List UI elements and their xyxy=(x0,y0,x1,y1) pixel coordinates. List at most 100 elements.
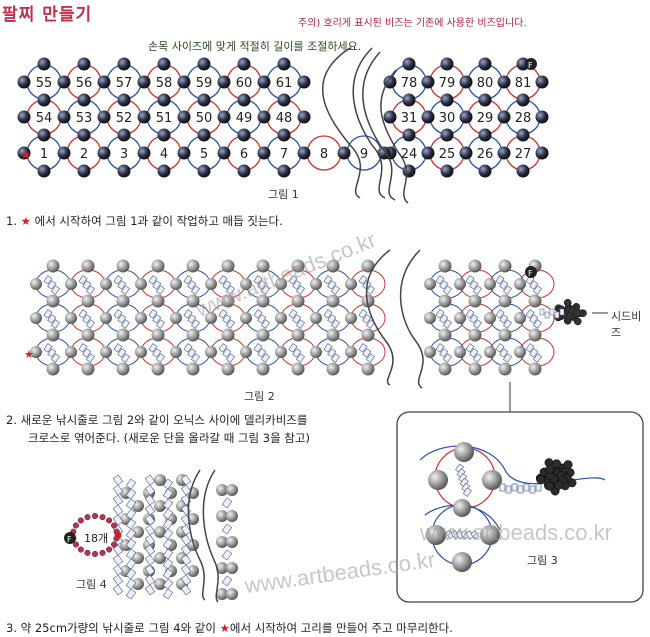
delica-bead xyxy=(292,280,302,290)
break-wave xyxy=(321,47,362,199)
delica-bead xyxy=(465,275,475,285)
onyx-bead xyxy=(226,562,238,574)
bead-number: 80 xyxy=(477,76,494,91)
delica-bead xyxy=(525,309,535,319)
delica-bead xyxy=(323,275,333,285)
delica-bead xyxy=(226,319,235,329)
delica-bead xyxy=(112,584,124,596)
delica-bead xyxy=(292,314,302,324)
delica-bead xyxy=(257,314,267,324)
figure-3-frame xyxy=(396,411,644,603)
onyx-bead xyxy=(217,146,231,160)
onyx-bead xyxy=(46,259,60,273)
delica-bead xyxy=(183,343,193,353)
onyx-bead xyxy=(383,110,397,124)
end-marker-label: F xyxy=(67,535,72,544)
delica-bead xyxy=(144,474,156,486)
bead-number: 50 xyxy=(196,111,213,126)
onyx-bead xyxy=(516,128,530,142)
onyx-bead xyxy=(275,312,287,324)
bead-number: 4 xyxy=(160,147,168,162)
delica-bead xyxy=(218,275,228,285)
onyx-bead xyxy=(326,362,340,376)
onyx-bead xyxy=(478,57,492,71)
onyx-bead xyxy=(216,484,228,496)
onyx-bead xyxy=(426,525,446,545)
seed-bead xyxy=(106,517,113,524)
seed-bead xyxy=(554,480,564,490)
onyx-bead xyxy=(221,294,235,308)
onyx-bead xyxy=(226,484,238,496)
onyx-bead xyxy=(37,57,51,71)
onyx-bead xyxy=(498,259,512,273)
step-2-line-1: 2. 새로운 낚시줄로 그림 2와 같이 오닉스 사이에 델리카비즈를 xyxy=(6,413,308,427)
onyx-bead xyxy=(116,259,130,273)
onyx-bead xyxy=(151,362,165,376)
delica-bead xyxy=(125,508,137,520)
seed-bead xyxy=(84,549,91,556)
delica-bead xyxy=(156,285,165,295)
seed-bead xyxy=(77,517,84,524)
onyx-bead xyxy=(170,346,182,358)
delica-bead xyxy=(187,348,197,358)
onyx-bead xyxy=(402,128,416,142)
onyx-bead xyxy=(468,362,482,376)
onyx-bead xyxy=(197,93,211,107)
onyx-bead xyxy=(57,146,71,160)
delica-bead xyxy=(439,314,449,324)
onyx-bead xyxy=(117,57,131,71)
bead-number: 5 xyxy=(200,147,208,162)
delica-bead xyxy=(495,343,505,353)
seed-bead-label: 시드비즈 xyxy=(611,310,642,339)
bead-number: 27 xyxy=(515,147,532,162)
onyx-bead xyxy=(137,75,151,89)
delica-bead xyxy=(183,309,193,319)
delica-bead xyxy=(443,285,452,295)
figure-1-caption: 그림 1 xyxy=(268,188,299,201)
onyx-bead xyxy=(440,57,454,71)
onyx-bead xyxy=(424,312,436,324)
delica-bead xyxy=(535,483,542,492)
onyx-bead xyxy=(157,128,171,142)
onyx-bead xyxy=(514,278,526,290)
delica-bead xyxy=(469,348,479,358)
delica-bead xyxy=(221,575,233,587)
delica-bead xyxy=(180,584,192,596)
onyx-bead xyxy=(361,294,375,308)
delica-bead xyxy=(156,319,165,329)
delica-bead xyxy=(253,275,263,285)
onyx-bead xyxy=(170,278,182,290)
bead-number: 30 xyxy=(439,111,456,126)
onyx-bead xyxy=(226,536,238,548)
onyx-bead xyxy=(37,128,51,142)
onyx-bead xyxy=(205,278,217,290)
onyx-bead xyxy=(310,278,322,290)
delica-bead xyxy=(358,309,368,319)
onyx-bead xyxy=(154,578,166,590)
delica-bead xyxy=(323,309,333,319)
onyx-bead xyxy=(498,294,512,308)
delica-bead xyxy=(296,319,305,329)
step-2-line-2: 크로스로 엮어준다. (새로운 단을 올라갈 때 그림 3을 참고) xyxy=(28,431,310,445)
delica-bead xyxy=(78,275,88,285)
onyx-bead xyxy=(478,164,492,178)
onyx-bead xyxy=(402,164,416,178)
delica-bead xyxy=(226,353,235,363)
delica-bead xyxy=(125,498,137,510)
onyx-bead xyxy=(421,146,435,160)
watermark: www.artbeads.co.kr xyxy=(420,520,612,545)
onyx-bead xyxy=(81,259,95,273)
count-label: 18개 xyxy=(84,532,109,545)
seed-bead xyxy=(72,541,79,548)
onyx-bead xyxy=(17,146,31,160)
onyx-bead xyxy=(277,57,291,71)
onyx-bead xyxy=(46,328,60,342)
onyx-bead xyxy=(37,93,51,107)
onyx-bead xyxy=(428,470,448,490)
onyx-bead xyxy=(514,346,526,358)
delica-bead xyxy=(549,308,555,316)
delica-bead xyxy=(180,554,192,566)
delica-bead xyxy=(43,343,53,353)
start-star: ★ xyxy=(24,348,34,361)
delica-bead xyxy=(529,348,539,358)
